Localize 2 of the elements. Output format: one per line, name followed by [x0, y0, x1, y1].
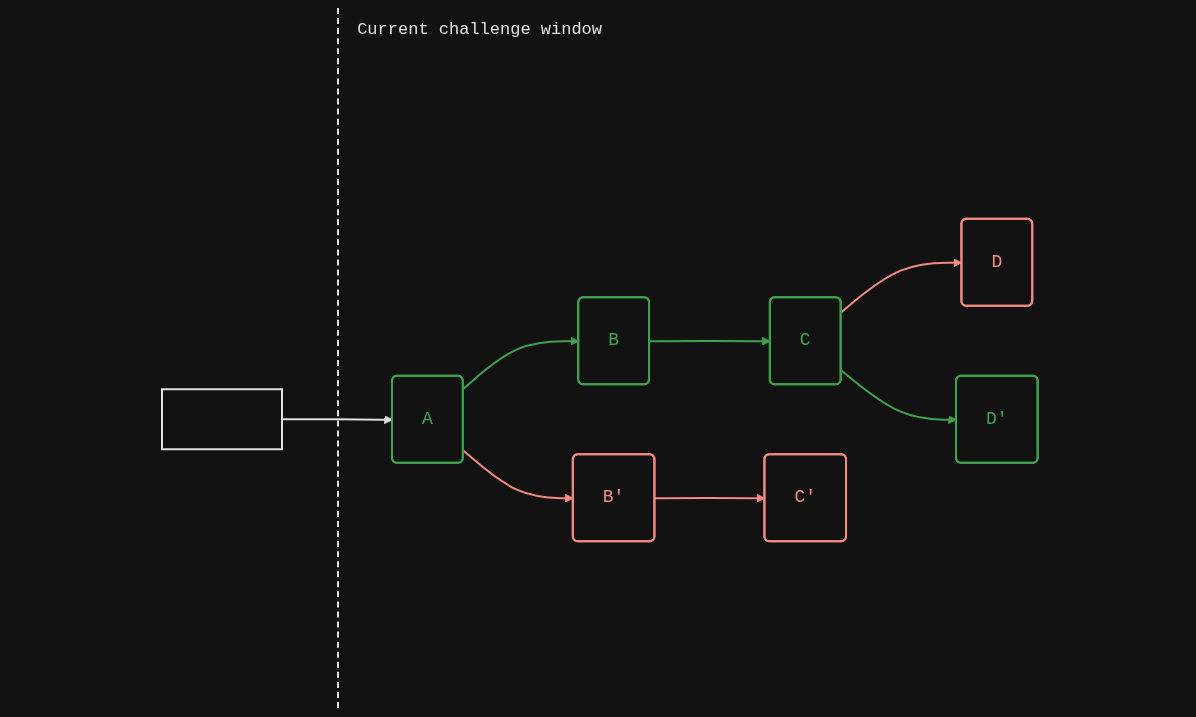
region-label: Current challenge window [357, 20, 602, 39]
node-box [161, 388, 284, 451]
